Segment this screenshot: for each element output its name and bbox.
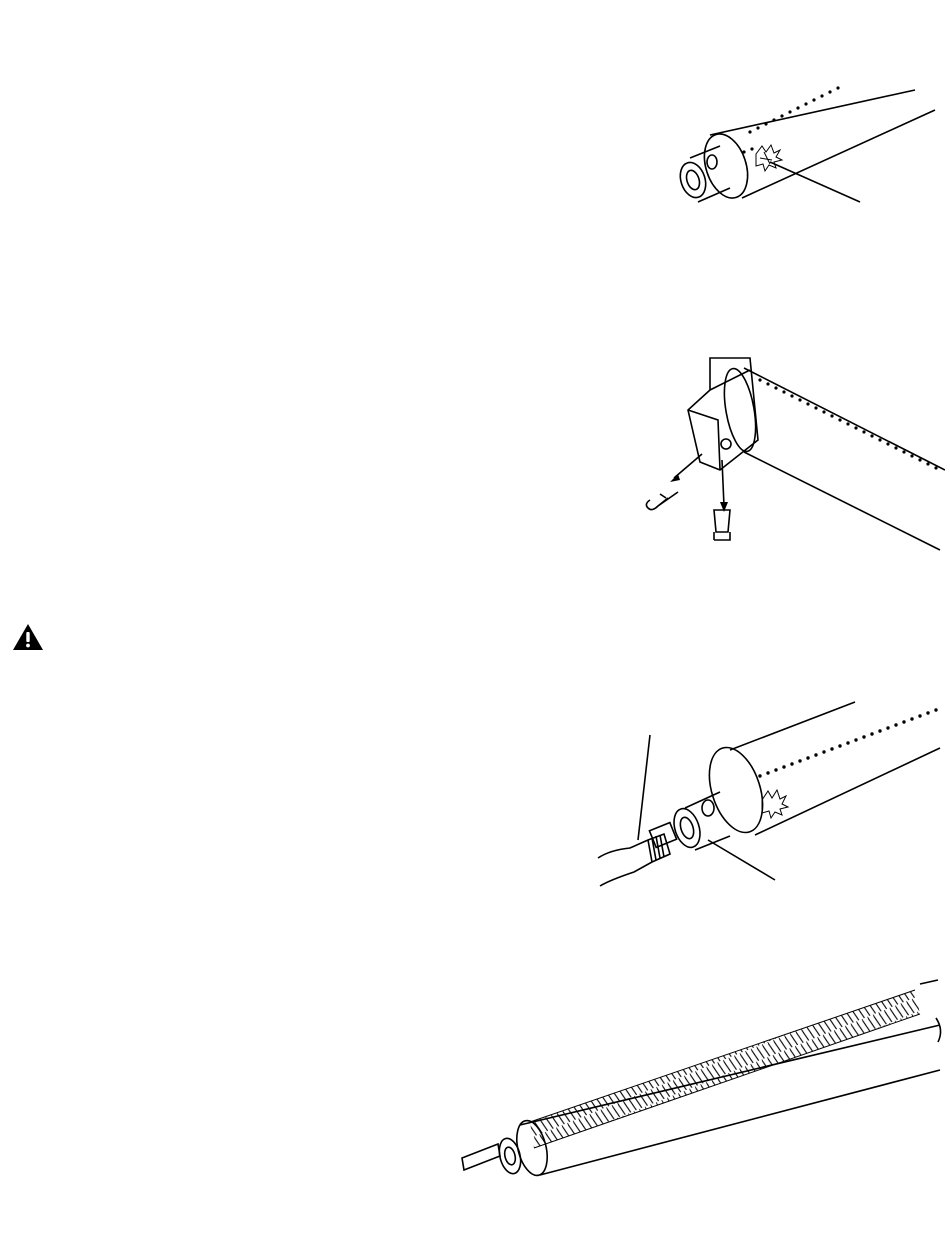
- debris-mark: [762, 790, 788, 818]
- debris-mark: [756, 145, 782, 171]
- burner-tube-end-view: [660, 80, 940, 210]
- illustration-burner-bracket: [640, 350, 945, 560]
- illustration-orifice-alignment: [590, 690, 945, 890]
- burner-ports: [742, 86, 839, 153]
- illustration-burner-end: [660, 80, 940, 210]
- burner-ports: [758, 708, 937, 777]
- warning-triangle-icon: [12, 623, 44, 651]
- venturi-brush-cleaning: [460, 970, 945, 1180]
- burner-bracket-cotter-pin: [640, 350, 945, 560]
- illustration-venturi-brush: [460, 970, 945, 1180]
- burner-ports: [758, 378, 937, 469]
- brush-bristles: [530, 990, 920, 1148]
- burner-orifice-alignment: [590, 690, 945, 890]
